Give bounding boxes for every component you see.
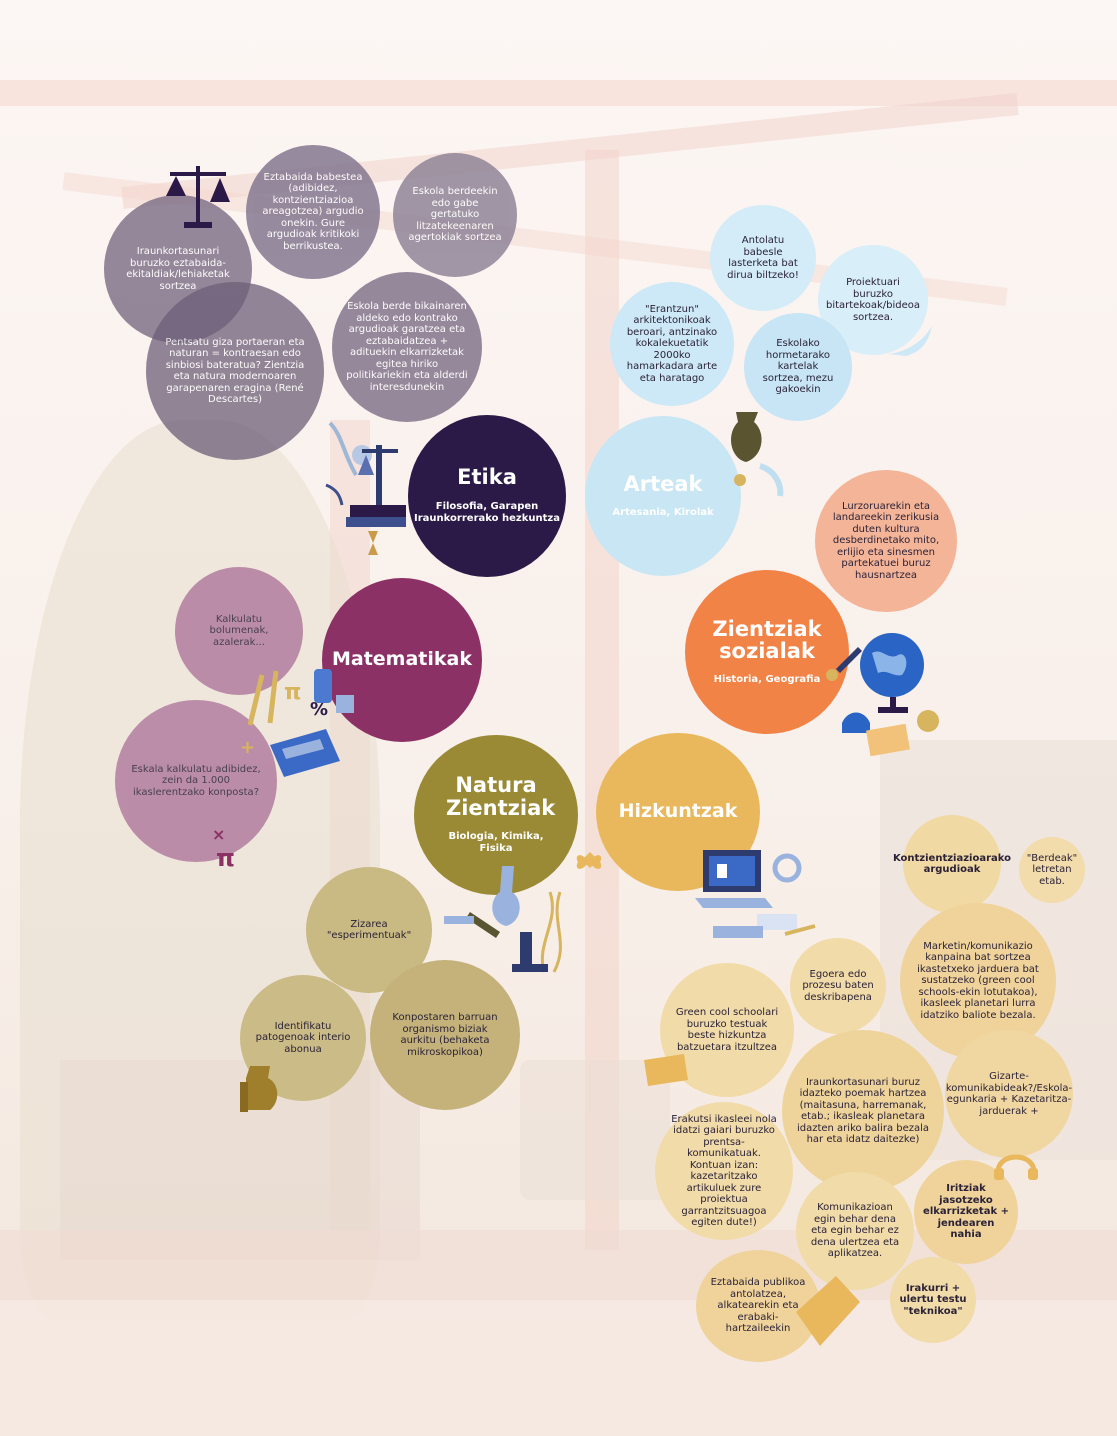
scales-icon [166, 166, 230, 228]
arts-bubble-posters: Eskolako hormetarako kartelak sortzea, m… [744, 313, 852, 421]
arts-bubble-architecture: "Erantzun" arkitektonikoak beroari, antz… [610, 282, 734, 406]
nature-bubble-organisms: Konpostaren barruan organismo biziak aur… [370, 960, 520, 1110]
svg-text:+: + [240, 737, 255, 758]
svg-text:π: π [284, 680, 301, 705]
math-bubble-volumes: Kalkulatu bolumenak, azalerak... [175, 567, 303, 695]
butterfly-icon [576, 855, 602, 869]
hub-natura-zientziak: Natura Zientziak Biologia, Kimika, Fisik… [414, 735, 578, 895]
lang-bubble-public-debate: Eztabaida publikoa antolatzea, alkateare… [696, 1250, 820, 1362]
headphones-icon [994, 1154, 1038, 1180]
lang-bubble-interviews: Iritziak jasotzeko elkarrizketak + jende… [914, 1160, 1018, 1264]
pi-icon: × π [212, 825, 235, 872]
svg-text:%: % [310, 699, 328, 720]
lang-bubble-social-media: Gizarte-komunikabideak?/Eskola-egunkaria… [945, 1030, 1073, 1158]
lang-bubble-awareness: Kontzientziazioarako argudioak [893, 815, 1011, 913]
envelope-icon [644, 1054, 688, 1086]
megaphone-icon [796, 1276, 860, 1346]
lang-bubble-poems: Iraunkortasunari buruz idazteko poemak h… [782, 1030, 944, 1192]
laptop-icon [695, 850, 816, 938]
ethics-bubble-defend: Eztabaida babestea (adibidez, kontzientz… [246, 145, 380, 279]
lang-bubble-press: Erakutsi ikasleei nola idatzi gaiari bur… [655, 1102, 793, 1240]
lang-bubble-green-letters: "Berdeak" letretan etab. [1019, 837, 1085, 903]
ethics-bubble-descartes: Pentsatu giza portaeran eta naturan = ko… [146, 282, 324, 460]
compost-bin-icon [240, 1066, 278, 1112]
lang-bubble-technical-text: Irakurri + ulertu testu "teknikoa" [890, 1257, 976, 1343]
ethics-illustration-icon [325, 421, 406, 555]
social-bubble-myths: Lurzoruarekin eta landareekin zerikusia … [815, 470, 957, 612]
svg-text:×: × [212, 825, 225, 844]
globe-icon [826, 633, 939, 757]
hub-etika: Etika Filosofia, Garapen Iraunkorrerako … [408, 415, 566, 577]
lang-bubble-description: Egoera edo prozesu baten deskribapena [790, 938, 886, 1034]
microscope-icon [444, 852, 598, 973]
ethics-bubble-arguments: Eskola berde bikainaren aldeko edo kontr… [332, 272, 482, 422]
ethics-bubble-scenarios: Eskola berdeekin edo gabe gertatuko litz… [393, 153, 517, 277]
arts-bubble-race: Antolatu babesle lasterketa bat dirua bi… [710, 205, 816, 311]
lang-bubble-communication: Komunikazioan egin behar dena eta egin b… [796, 1172, 914, 1290]
hub-hizkuntzak: Hizkuntzak [596, 733, 760, 891]
calculator-icon: π % + [240, 669, 354, 777]
speech-tail-icon [888, 326, 932, 356]
svg-text:π: π [216, 844, 235, 872]
hub-matematikak: Matematikak [322, 578, 482, 742]
hub-zientziak-sozialak: Zientziak sozialak Historia, Geografia [685, 570, 849, 734]
vase-icon [731, 412, 784, 497]
hub-arteak: Arteak Artesania, Kirolak [585, 416, 741, 576]
math-bubble-scale: Eskala kalkulatu adibidez, zein da 1.000… [115, 700, 277, 862]
